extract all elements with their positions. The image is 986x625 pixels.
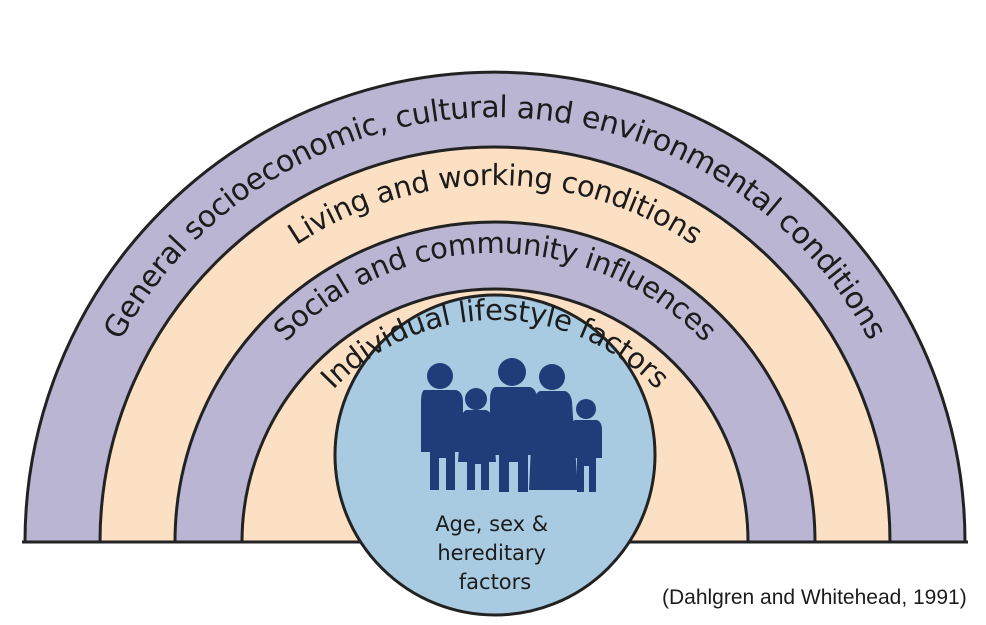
core-label-line-2: hereditary [437, 541, 546, 565]
core-label-line-1: Age, sex & [435, 512, 548, 536]
core-label: Age, sex & hereditary factors [435, 512, 555, 594]
citation: (Dahlgren and Whitehead, 1991) [662, 586, 967, 609]
core-label-line-3: factors [459, 570, 531, 594]
family-silhouette-icon [421, 358, 602, 492]
